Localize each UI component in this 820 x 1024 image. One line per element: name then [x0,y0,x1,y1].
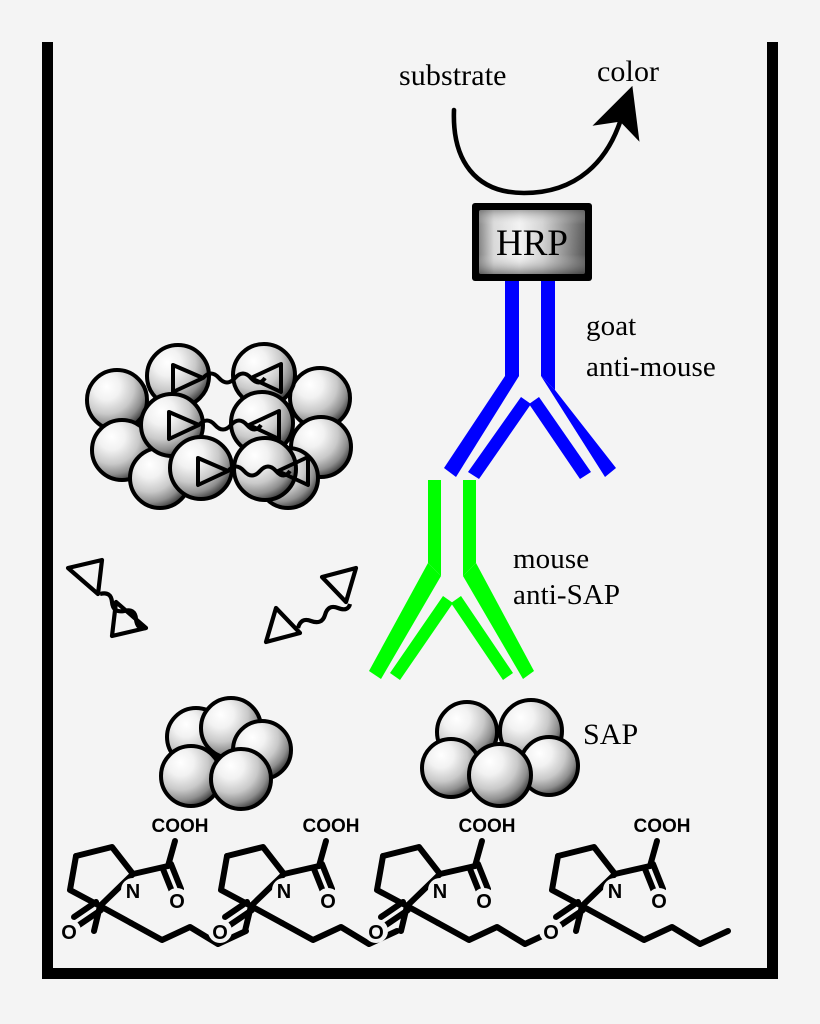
svg-text:COOH: COOH [459,816,516,837]
bivalent-ligand-free-1 [65,557,149,639]
goat-antibody-label-line1: goat [586,310,637,342]
chem-atom-labels: N O O COOH N O O COOH N O O COOH N O O C… [57,812,692,944]
immobilized-proline-ligands [67,838,731,947]
svg-text:N: N [433,881,447,903]
mouse-anti-sap-antibody [369,480,534,680]
svg-text:O: O [212,922,228,944]
sap-pentamer-bound [420,698,580,808]
svg-text:O: O [476,891,492,913]
svg-text:COOH: COOH [303,816,360,837]
color-label: color [597,55,660,88]
hrp-enzyme-box: HRP [472,203,592,281]
svg-text:N: N [608,881,622,903]
substrate-to-color-arrow [451,85,640,196]
bivalent-ligand-free-2 [263,565,359,645]
svg-text:N: N [277,881,291,903]
goat-anti-mouse-antibody [444,281,616,479]
microplate-well [42,42,778,979]
proline-molecule [67,838,249,947]
proline-molecule [549,838,731,947]
svg-text:COOH: COOH [152,816,209,837]
svg-text:O: O [651,891,667,913]
sap-label: SAP [583,718,639,751]
hrp-label: HRP [496,223,568,264]
svg-text:O: O [543,922,559,944]
svg-text:COOH: COOH [634,816,691,837]
svg-text:N: N [126,881,140,903]
mouse-antibody-label-line2: anti-SAP [513,579,621,611]
svg-text:O: O [169,891,185,913]
sap-decamer-crosslinked [85,342,353,510]
svg-text:O: O [320,891,336,913]
proline-molecule [374,838,556,947]
svg-text:O: O [368,922,384,944]
svg-text:O: O [61,922,77,944]
sap-pentamer-free [159,696,293,811]
goat-antibody-label-line2: anti-mouse [586,351,716,383]
mouse-antibody-label-line1: mouse [513,543,590,575]
substrate-label: substrate [399,59,507,92]
